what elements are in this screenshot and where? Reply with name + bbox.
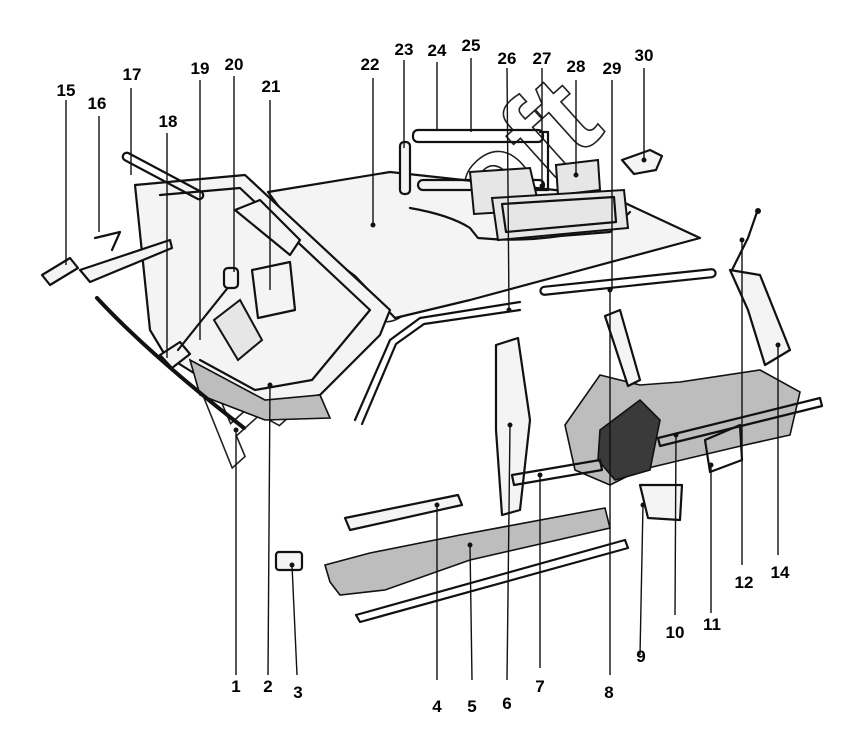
windshield-molding xyxy=(95,296,246,430)
pillar-trim-18 xyxy=(176,283,232,352)
windshield-frame-inner xyxy=(158,186,372,392)
wiper-arm xyxy=(78,238,174,284)
rear-quarter-panel xyxy=(564,369,801,486)
roof-handle xyxy=(222,266,240,290)
callout-labels: 1 2 3 4 5 6 7 8 9 10 11 12 13 14 15 16 1… xyxy=(57,36,790,716)
coat-hook xyxy=(158,340,192,370)
callout-26: 26 xyxy=(498,49,517,68)
callout-10: 10 xyxy=(666,623,685,642)
callout-11: 11 xyxy=(703,615,721,634)
rear-window-seal-upper xyxy=(411,128,545,144)
callout-1: 1 xyxy=(231,677,240,696)
quarter-molding xyxy=(656,396,824,448)
callout-25: 25 xyxy=(462,36,481,55)
callout-8: 8 xyxy=(604,683,613,702)
wiper-blade xyxy=(93,230,122,252)
callout-22: 22 xyxy=(361,55,380,74)
sun-visor xyxy=(250,260,297,320)
rear-corner-cover xyxy=(638,483,684,522)
callout-5: 5 xyxy=(467,697,476,716)
rear-window-glass-inner xyxy=(500,195,618,234)
callout-27: 27 xyxy=(533,49,552,68)
callout-3: 3 xyxy=(293,683,302,702)
callout-17: 17 xyxy=(123,65,142,84)
callout-16: 16 xyxy=(88,94,107,113)
clip-part xyxy=(274,550,304,572)
callout-6: 6 xyxy=(502,694,511,713)
rear-window-seal-side xyxy=(538,130,550,192)
callout-20: 20 xyxy=(225,55,244,74)
antenna xyxy=(730,210,759,272)
callout-7: 7 xyxy=(535,677,544,696)
callout-9: 9 xyxy=(636,647,645,666)
callout-14: 14 xyxy=(771,563,790,582)
roof-rail-left-inner xyxy=(360,308,522,426)
mounting-bracket xyxy=(620,148,664,176)
antenna-tip xyxy=(755,208,761,214)
callout-23: 23 xyxy=(395,40,414,59)
callout-29: 29 xyxy=(603,59,622,78)
callout-4: 4 xyxy=(432,697,442,716)
roof-rail-right xyxy=(539,268,717,296)
callout-30: 30 xyxy=(635,46,654,65)
callout-19: 19 xyxy=(191,59,210,78)
roof-rail-left xyxy=(353,300,522,422)
rocker-molding xyxy=(354,538,630,624)
rear-quarter-inner xyxy=(510,458,604,487)
b-pillar xyxy=(494,336,532,517)
leader-lines xyxy=(65,58,779,681)
rear-quarter-glass xyxy=(554,158,602,197)
callout-21: 21 xyxy=(262,77,281,96)
trim-strip-17 xyxy=(121,151,205,201)
rearview-mirror-panel xyxy=(212,298,264,362)
callout-28: 28 xyxy=(567,57,586,76)
callout-2: 2 xyxy=(263,677,272,696)
callout-18: 18 xyxy=(159,112,178,131)
trim-clip xyxy=(398,140,412,196)
c-pillar-trim xyxy=(603,308,642,388)
callout-12: 12 xyxy=(735,573,754,592)
leader-dots xyxy=(233,157,781,568)
sill-plate xyxy=(343,493,464,532)
grab-handle xyxy=(40,256,80,287)
a-pillar-left xyxy=(233,198,302,257)
roof-panel-cutout xyxy=(408,206,632,241)
callout-24: 24 xyxy=(428,41,447,60)
callout-15: 15 xyxy=(57,81,76,100)
